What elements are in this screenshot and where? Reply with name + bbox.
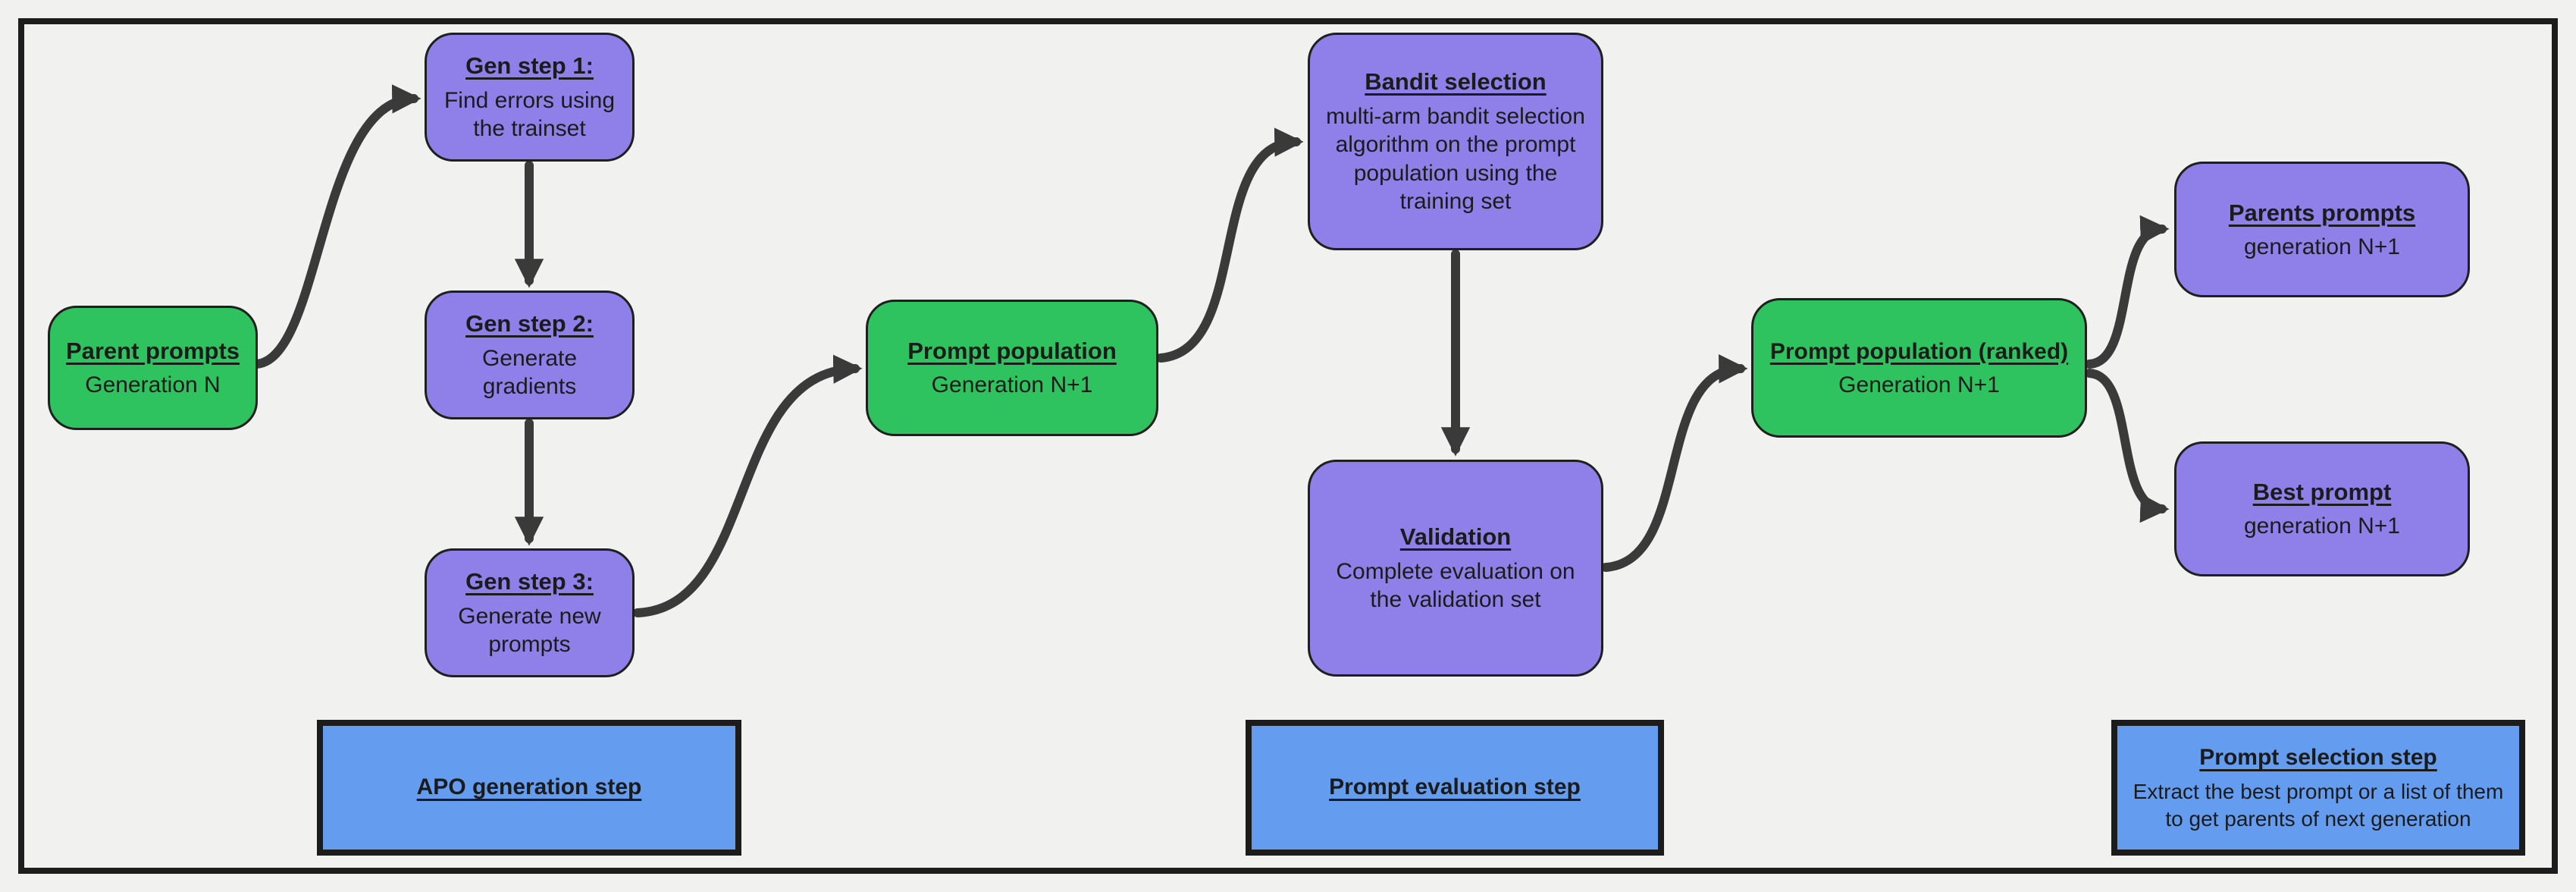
label-prompt-selection-step: Prompt selection step Extract the best p… [2111,720,2525,856]
node-title: Best prompt [2252,479,2392,506]
arrow-ranked-to-parents [2085,215,2170,369]
arrow-validation-to-ranked [1601,354,1748,572]
node-title: Bandit selection [1365,68,1547,96]
label-body: Extract the best prompt or a list of the… [2133,779,2504,831]
node-body: Generation N+1 [1838,372,2000,397]
node-body: generation N+1 [2244,234,2400,259]
node-best-prompt: Best prompt generation N+1 [2174,441,2470,576]
label-title: Prompt selection step [2199,745,2437,771]
node-gen-step-3: Gen step 3: Generate new prompts [425,548,635,677]
node-title: Gen step 3: [465,568,594,595]
node-title: Validation [1399,523,1512,551]
label-apo-generation-step: APO generation step [317,720,741,856]
label-title: Prompt evaluation step [1329,774,1581,800]
node-title: Parent prompts [65,338,240,365]
node-title: Prompt population [907,338,1117,365]
node-parent-prompts: Parent prompts Generation N [48,306,258,430]
node-title: Prompt population (ranked) [1769,338,2069,364]
node-body: generation N+1 [2244,514,2400,539]
node-body: Generate gradients [481,345,578,400]
node-bandit-selection: Bandit selection multi-arm bandit select… [1308,33,1603,250]
node-title: Gen step 1: [465,52,594,80]
node-validation: Validation Complete evaluation on the va… [1308,460,1603,677]
node-prompt-population: Prompt population Generation N+1 [866,300,1158,436]
arrow-ranked-to-best [2085,369,2170,523]
node-body: multi-arm bandit selection algorithm on … [1326,103,1585,215]
node-title: Gen step 2: [465,310,594,338]
arrow-parent-to-gen1 [252,84,421,369]
node-body: Generate new prompts [458,603,601,658]
label-title: APO generation step [416,774,642,800]
node-parents-prompts: Parents prompts generation N+1 [2174,162,2470,297]
node-prompt-population-ranked: Prompt population (ranked) Generation N+… [1751,298,2087,438]
node-gen-step-1: Gen step 1: Find errors using the trains… [425,33,635,162]
node-body: Generation N [85,372,221,398]
node-body: Generation N+1 [931,372,1093,398]
node-title: Parents prompts [2228,199,2416,226]
arrow-population-to-bandit [1156,127,1304,363]
node-body: Complete evaluation on the validation se… [1336,558,1575,613]
label-prompt-evaluation-step: Prompt evaluation step [1246,720,1664,856]
node-body: Find errors using the trainset [443,87,616,142]
node-gen-step-2: Gen step 2: Generate gradients [425,291,635,419]
arrow-gen3-to-population [633,354,863,617]
